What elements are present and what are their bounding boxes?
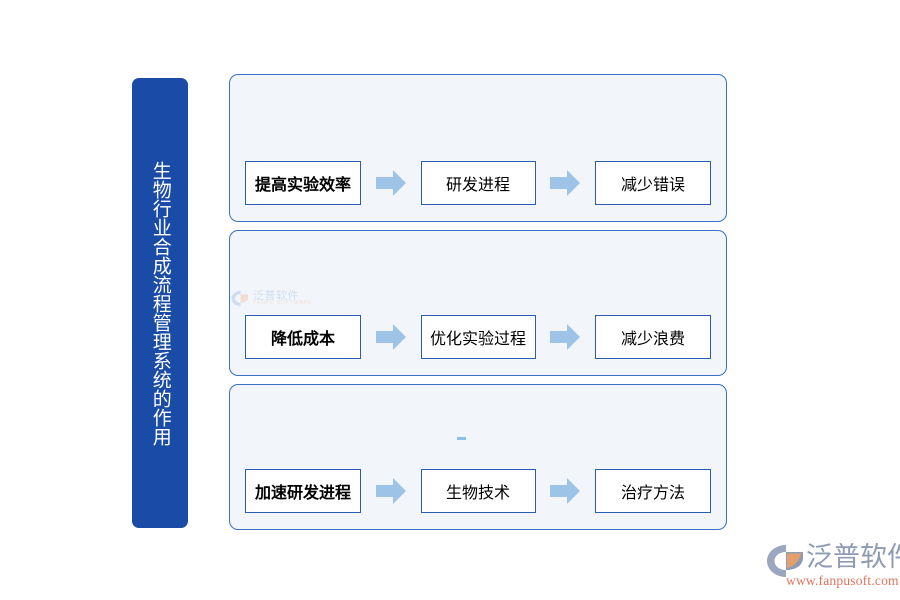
arrow-right-icon: [375, 170, 406, 196]
flow-panel-row1: 提高实验效率 研发进程 减少错误: [229, 74, 727, 222]
arrow-right-icon: [550, 478, 581, 504]
flow-node[interactable]: 减少浪费: [595, 315, 711, 359]
flow-node[interactable]: 提高实验效率: [245, 161, 361, 205]
arrow-right-icon: [375, 324, 406, 350]
flow-sequence: 降低成本 优化实验过程 减少浪费: [230, 315, 726, 359]
flow-node[interactable]: 减少错误: [595, 161, 711, 205]
flow-node[interactable]: 加速研发进程: [245, 469, 361, 513]
vertical-title-bar: 生物行业合成流程管理系统的作用: [132, 78, 188, 528]
flow-sequence: 提高实验效率 研发进程 减少错误: [230, 161, 726, 205]
flow-node[interactable]: 治疗方法: [595, 469, 711, 513]
dash-artifact: [457, 437, 466, 440]
arrow-right-icon: [550, 324, 581, 350]
brand-url: www.fanpusoft.com: [786, 573, 899, 588]
flow-node[interactable]: 生物技术: [420, 469, 536, 513]
brand-logo: 泛普软件 www.fanpusoft.com: [766, 542, 900, 590]
flow-node[interactable]: 优化实验过程: [420, 315, 536, 359]
arrow-right-icon: [375, 478, 406, 504]
flow-panel-row3: 加速研发进程 生物技术 治疗方法: [229, 384, 727, 530]
brand-name: 泛普软件: [806, 542, 900, 573]
flow-sequence: 加速研发进程 生物技术 治疗方法: [230, 469, 726, 513]
arrow-right-icon: [550, 170, 581, 196]
flow-node[interactable]: 降低成本: [245, 315, 361, 359]
flow-panel-row2: 降低成本 优化实验过程 减少浪费: [229, 230, 727, 376]
flow-node[interactable]: 研发进程: [420, 161, 536, 205]
vertical-title-text: 生物行业合成流程管理系统的作用: [149, 160, 172, 446]
fanpu-logo-icon: [766, 544, 806, 578]
